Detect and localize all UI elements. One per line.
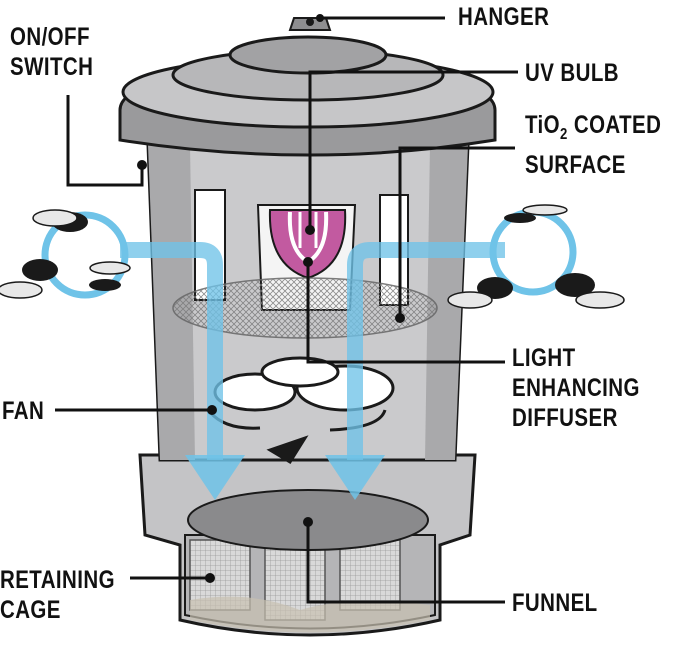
- fan-shape: [208, 356, 395, 465]
- insects-left: [0, 209, 131, 299]
- leader-dots: [137, 14, 405, 583]
- label-light-enhancing-diffuser: LIGHT ENHANCING DIFFUSER: [512, 344, 640, 432]
- trap-lid: [118, 17, 497, 157]
- light-diffuser-mesh: [172, 277, 438, 339]
- retaining-cage-panels: [189, 539, 430, 633]
- airflow-arrowheads: [185, 455, 385, 500]
- label-uv-bulb: UV BULB: [525, 59, 619, 87]
- label-hanger: HANGER: [458, 3, 550, 31]
- label-tio2-coated-surface: TiO2 COATED SURFACE: [525, 111, 662, 179]
- label-fan: FAN: [2, 397, 45, 425]
- label-retaining-cage: RETAINING CAGE: [0, 566, 115, 624]
- label-funnel: FUNNEL: [512, 589, 598, 617]
- leader-lines: [55, 16, 518, 604]
- insects-right: [447, 204, 625, 309]
- label-on-off-switch: ON/OFF SWITCH: [10, 23, 94, 81]
- airflow-arrows: [120, 242, 505, 460]
